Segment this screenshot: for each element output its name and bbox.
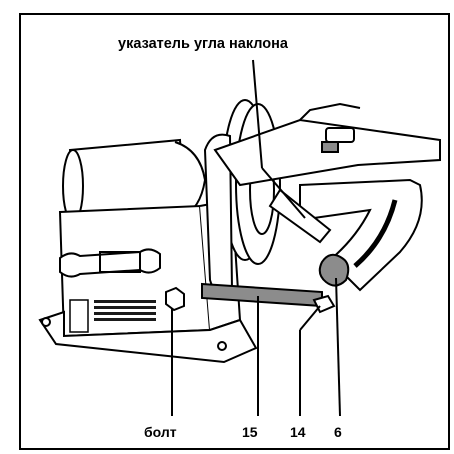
base-panel: [69, 299, 89, 333]
knob-6: [318, 253, 350, 287]
tool-rest-table: [213, 102, 441, 187]
leader-tilt-indicator: [252, 59, 263, 169]
vent-grille: [94, 300, 156, 321]
leader-6: [335, 277, 341, 417]
label-part-6: 6: [334, 424, 342, 440]
border: [19, 13, 450, 450]
label-tilt-indicator: указатель угла наклона: [118, 36, 288, 52]
label-part-14: 14: [290, 424, 306, 440]
bolt-hex: [165, 286, 185, 312]
wrench-slot: [59, 248, 161, 278]
tilt-quadrant: [299, 178, 423, 292]
leader-lines: [171, 59, 341, 417]
label-part-15: 15: [242, 424, 258, 440]
leader-14: [299, 305, 321, 331]
label-bolt: болт: [144, 424, 177, 440]
motor-housing: [62, 138, 207, 224]
tilt-indicator: [268, 188, 332, 244]
